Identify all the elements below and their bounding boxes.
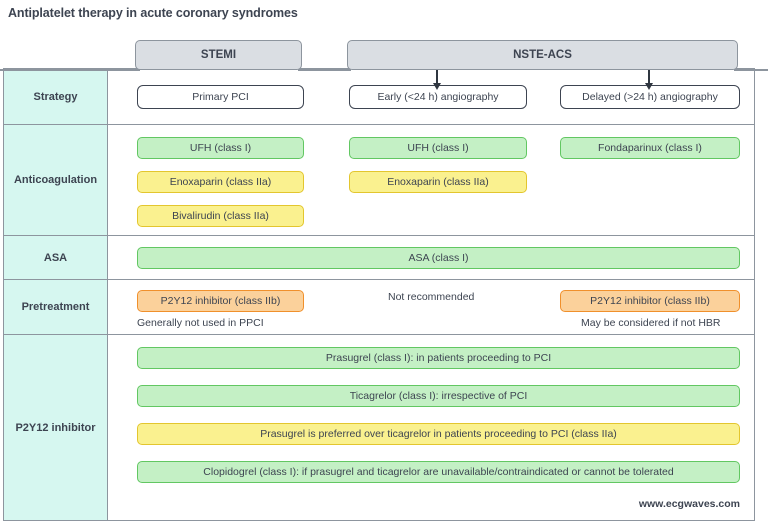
row-body-asa: ASA (class I) [108,236,754,279]
pill-clopidogrel-class-i[interactable]: Clopidogrel (class I): if prasugrel and … [137,461,740,483]
note-not-recommended: Not recommended [388,291,475,303]
table-row-asa: ASA ASA (class I) [4,236,754,280]
footer-credit: www.ecgwaves.com [638,498,740,510]
note-generally-not-used-in-ppci: Generally not used in PPCI [137,317,264,329]
pathway-header-group: STEMI NSTE-ACS [0,40,768,74]
row-label-anticoagulation: Anticoagulation [4,125,108,235]
pill-p2y12-pretreatment-stemi[interactable]: P2Y12 inhibitor (class IIb) [137,290,304,312]
row-body-p2y12-inhibitor: Prasugrel (class I): in patients proceed… [108,335,754,520]
connector-line-right [734,69,768,71]
connector-line-left [0,69,140,71]
row-label-strategy: Strategy [4,69,108,124]
note-may-be-considered-if-not-hbr: May be considered if not HBR [581,317,721,329]
header-nste-acs[interactable]: NSTE-ACS [347,40,738,70]
pill-p2y12-pretreatment-delayed[interactable]: P2Y12 inhibitor (class IIb) [560,290,740,312]
row-label-pretreatment: Pretreatment [4,280,108,334]
row-body-pretreatment: P2Y12 inhibitor (class IIb) P2Y12 inhibi… [108,280,754,334]
pill-fondaparinux[interactable]: Fondaparinux (class I) [560,137,740,159]
table-row-strategy: Strategy Primary PCI Early (<24 h) angio… [4,69,754,125]
table-row-pretreatment: Pretreatment P2Y12 inhibitor (class IIb)… [4,280,754,335]
row-label-p2y12-inhibitor: P2Y12 inhibitor [4,335,108,520]
row-body-anticoagulation: UFH (class I) UFH (class I) Fondaparinux… [108,125,754,235]
pill-prasugrel-preferred-class-iia[interactable]: Prasugrel is preferred over ticagrelor i… [137,423,740,445]
header-stemi[interactable]: STEMI [135,40,302,70]
pill-enoxaparin-stemi[interactable]: Enoxaparin (class IIa) [137,171,304,193]
pill-primary-pci[interactable]: Primary PCI [137,85,304,109]
pill-ticagrelor-class-i[interactable]: Ticagrelor (class I): irrespective of PC… [137,385,740,407]
pill-prasugrel-class-i[interactable]: Prasugrel (class I): in patients proceed… [137,347,740,369]
pill-ufh-early[interactable]: UFH (class I) [349,137,527,159]
connector-line-middle [298,69,351,71]
pill-ufh-stemi[interactable]: UFH (class I) [137,137,304,159]
page-title: Antiplatelet therapy in acute coronary s… [8,6,298,20]
table-row-anticoagulation: Anticoagulation UFH (class I) UFH (class… [4,125,754,236]
table-row-p2y12-inhibitor: P2Y12 inhibitor Prasugrel (class I): in … [4,335,754,520]
pill-bivalirudin[interactable]: Bivalirudin (class IIa) [137,205,304,227]
pill-asa[interactable]: ASA (class I) [137,247,740,269]
therapy-matrix-table: Strategy Primary PCI Early (<24 h) angio… [3,68,755,521]
row-label-asa: ASA [4,236,108,279]
row-body-strategy: Primary PCI Early (<24 h) angiography De… [108,69,754,124]
pill-enoxaparin-early[interactable]: Enoxaparin (class IIa) [349,171,527,193]
